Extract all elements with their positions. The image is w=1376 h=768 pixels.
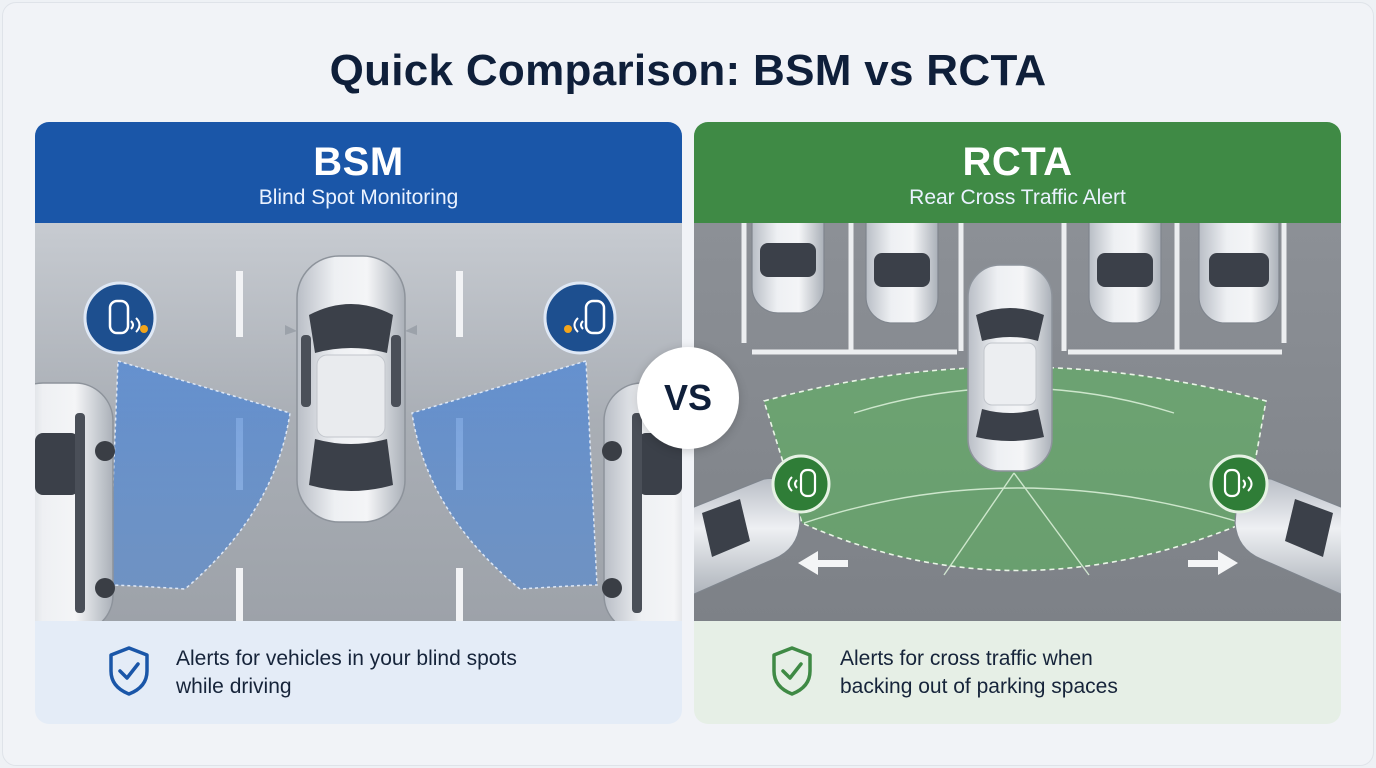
rcta-main-car [967, 264, 1053, 472]
arrow-left-icon [798, 551, 848, 575]
bsm-footer: Alerts for vehicles in your blind spots … [35, 621, 682, 724]
bsm-panel: BSM Blind Spot Monitoring [35, 122, 682, 724]
bsm-abbr: BSM [313, 140, 404, 184]
rcta-footer: Alerts for cross traffic when backing ou… [694, 621, 1341, 724]
bsm-header: BSM Blind Spot Monitoring [35, 122, 682, 223]
bsm-left-car [35, 382, 115, 621]
page-title: Quick Comparison: BSM vs RCTA [329, 46, 1047, 95]
bsm-left-sensor-icon [83, 281, 157, 355]
bsm-description-line1: Alerts for vehicles in your blind spots [176, 647, 517, 670]
bsm-right-sensor-icon [543, 281, 617, 355]
bsm-description-line2: while driving [176, 675, 292, 698]
bsm-full-name: Blind Spot Monitoring [258, 186, 459, 209]
rcta-left-car [694, 477, 801, 595]
rcta-full-name: Rear Cross Traffic Alert [909, 186, 1126, 209]
bsm-main-car [285, 255, 417, 523]
rcta-left-sensor-icon [771, 454, 831, 514]
bsm-right-zone [411, 360, 598, 590]
rcta-abbr: RCTA [962, 140, 1073, 184]
rcta-description: Alerts for cross traffic when backing ou… [840, 645, 1300, 701]
bsm-description: Alerts for vehicles in your blind spots … [176, 645, 636, 701]
bsm-left-zone [108, 360, 291, 590]
rcta-header: RCTA Rear Cross Traffic Alert [694, 122, 1341, 223]
rcta-panel: RCTA Rear Cross Traffic Alert [694, 122, 1341, 724]
shield-check-icon [109, 646, 149, 696]
rcta-description-line1: Alerts for cross traffic when [840, 647, 1093, 670]
bsm-illustration [35, 223, 682, 621]
rcta-illustration [694, 223, 1341, 621]
vs-badge: VS [637, 347, 739, 449]
rcta-right-sensor-icon [1209, 454, 1269, 514]
arrow-right-icon [1188, 551, 1238, 575]
rcta-description-line2: backing out of parking spaces [840, 675, 1118, 698]
shield-check-icon [772, 646, 812, 696]
